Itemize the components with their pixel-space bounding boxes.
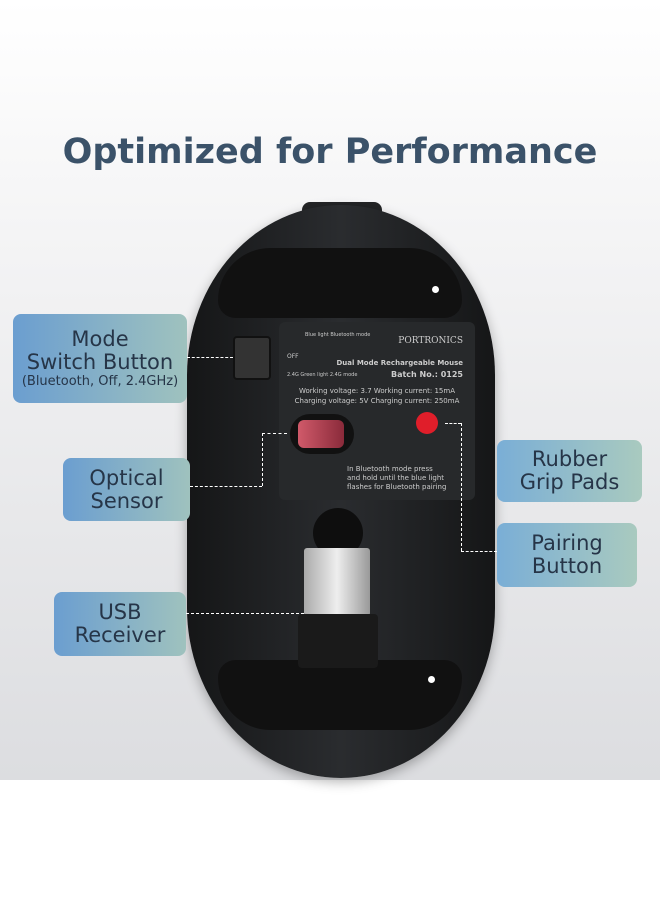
label-text: Button (531, 554, 603, 578)
label-text: Mode (71, 326, 129, 351)
spec-working: Working voltage: 3.7 Working current: 15… (299, 387, 455, 395)
pairing-instructions: In Bluetooth mode press and hold until t… (347, 465, 447, 491)
leader-line-mode (187, 357, 233, 358)
spec-charging: Charging voltage: 5V Charging current: 2… (294, 397, 460, 405)
leader-line-pairing-v (461, 423, 462, 551)
bt-mode-text: Blue light Bluetooth mode (305, 332, 371, 338)
optical-sensor (290, 414, 354, 454)
product-name: Dual Mode Rechargeable Mouse (336, 359, 463, 367)
off-text: OFF (287, 353, 299, 360)
label-text: Sensor (90, 488, 163, 513)
label-text: USB (98, 600, 142, 624)
usb-receiver-plug (304, 548, 370, 616)
mode-switch (233, 336, 271, 380)
label-text: Switch Button (26, 349, 174, 374)
label-pairing-button: Pairing Button (497, 523, 637, 587)
dot-pad-bottom (428, 676, 435, 683)
leader-line-optical-h2 (262, 433, 287, 434)
batch-number: Batch No.: 0125 (390, 370, 463, 379)
page-title: Optimized for Performance (62, 132, 598, 172)
label-optical-sensor: Optical Sensor (63, 458, 190, 521)
label-text: Receiver (74, 623, 166, 647)
label-rubber-grip-pads: Rubber Grip Pads (497, 440, 642, 502)
leader-line-pairing-h (445, 423, 461, 424)
g-mode-text: 2.4G Green light 2.4G mode (287, 372, 358, 378)
label-subtext: (Bluetooth, Off, 2.4GHz) (21, 373, 179, 389)
label-usb-receiver: USB Receiver (54, 592, 186, 656)
leader-line-usb (186, 613, 304, 614)
dot-pad-top (432, 286, 439, 293)
rubber-pad-bottom (218, 660, 462, 730)
label-text: Rubber (531, 447, 608, 471)
label-panel: Blue light Bluetooth mode OFF 2.4G Green… (279, 322, 475, 500)
usb-receiver-body (298, 614, 378, 668)
leader-line-optical-h (190, 486, 262, 487)
rubber-pad-top (218, 248, 462, 318)
label-text: Pairing (531, 531, 603, 555)
label-text: Grip Pads (519, 470, 620, 494)
brand-logo: PORTRONICS (398, 336, 463, 346)
leader-line-pairing-h2 (461, 551, 497, 552)
label-text: Optical (89, 465, 164, 490)
pairing-button (416, 412, 438, 434)
leader-line-optical-v (262, 433, 263, 486)
label-mode-switch: Mode Switch Button (Bluetooth, Off, 2.4G… (13, 314, 187, 403)
